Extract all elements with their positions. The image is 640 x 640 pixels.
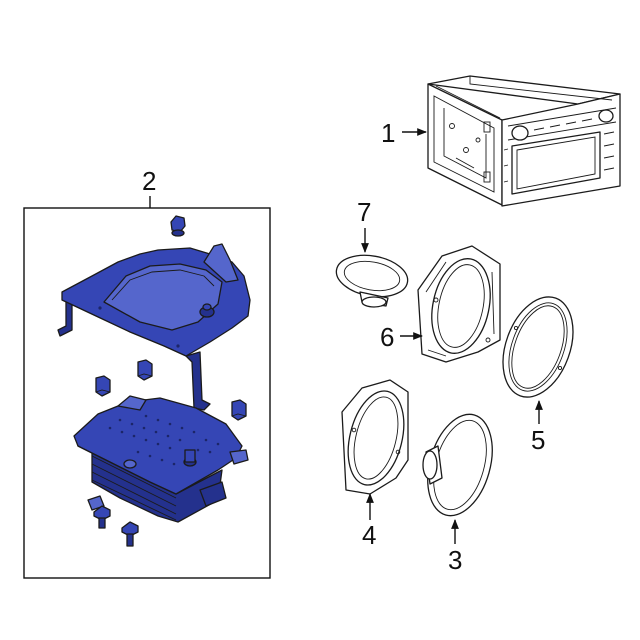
radio-head-unit[interactable] — [427, 75, 621, 207]
callout-3: 3 — [448, 545, 462, 575]
small-speaker[interactable] — [333, 250, 411, 308]
amplifier-module[interactable] — [73, 395, 249, 523]
clip-a[interactable] — [95, 375, 111, 397]
main-speaker[interactable] — [417, 407, 503, 524]
mounting-nut[interactable] — [170, 215, 186, 237]
amplifier-kit-box — [23, 207, 271, 579]
clip-b[interactable] — [137, 359, 153, 381]
leader-lines — [149, 128, 543, 544]
callout-1: 1 — [381, 118, 395, 148]
speaker-bracket[interactable] — [417, 245, 501, 363]
speaker-gasket[interactable] — [490, 287, 586, 407]
callout-5: 5 — [531, 425, 545, 455]
callout-7: 7 — [357, 197, 371, 227]
callout-2: 2 — [142, 166, 156, 196]
bolt-a[interactable] — [93, 505, 111, 529]
speaker-adapter[interactable] — [339, 379, 413, 495]
clip-c[interactable] — [231, 399, 247, 421]
callout-4: 4 — [362, 520, 376, 550]
bolt-b[interactable] — [121, 521, 139, 547]
callout-6: 6 — [380, 322, 394, 352]
amplifier-bracket[interactable] — [57, 243, 251, 411]
